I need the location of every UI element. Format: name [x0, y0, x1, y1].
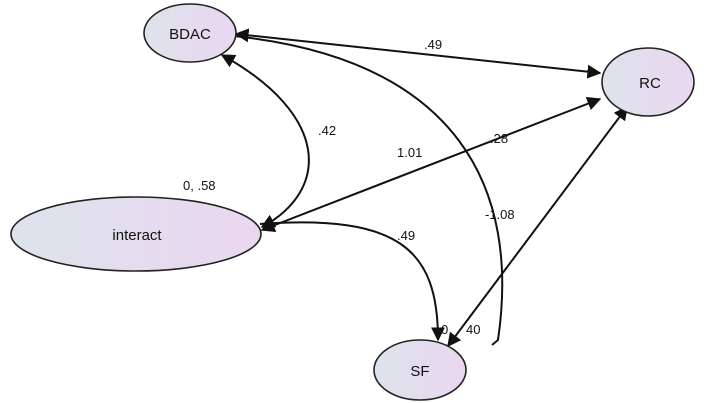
node-sf-shape [373, 339, 467, 401]
label-sf-right: 40 [466, 322, 480, 337]
node-interact-label: interact [112, 227, 162, 244]
node-rc-shape [601, 47, 695, 117]
label-interact-rc: 1.01 [397, 145, 422, 160]
edge-bdac-rc [234, 28, 602, 79]
label-bdac-rc: .49 [424, 37, 442, 52]
node-bdac-label: BDAC [169, 26, 211, 43]
label-interact-variance: 0, .58 [183, 178, 216, 193]
node-sf: SF [373, 339, 467, 401]
node-bdac-shape [143, 3, 237, 63]
edge-bdac-sf [233, 35, 504, 346]
node-sf-label: SF [410, 363, 429, 380]
label-bdac-sf: -1.08 [485, 207, 515, 222]
edge-bdac-interact [220, 54, 310, 228]
edge-interact-sf [259, 221, 445, 342]
label-sf-left: 0 [441, 322, 448, 337]
node-interact: interact [10, 196, 262, 272]
node-interact-shape [10, 196, 262, 272]
node-bdac: BDAC [143, 3, 237, 63]
label-rc-sf: .28 [490, 131, 508, 146]
label-interact-sf: .49 [397, 228, 415, 243]
label-bdac-interact: .42 [318, 123, 336, 138]
edge-rc-sf [447, 105, 628, 348]
node-rc-label: RC [639, 75, 661, 92]
node-rc: RC [601, 47, 695, 117]
